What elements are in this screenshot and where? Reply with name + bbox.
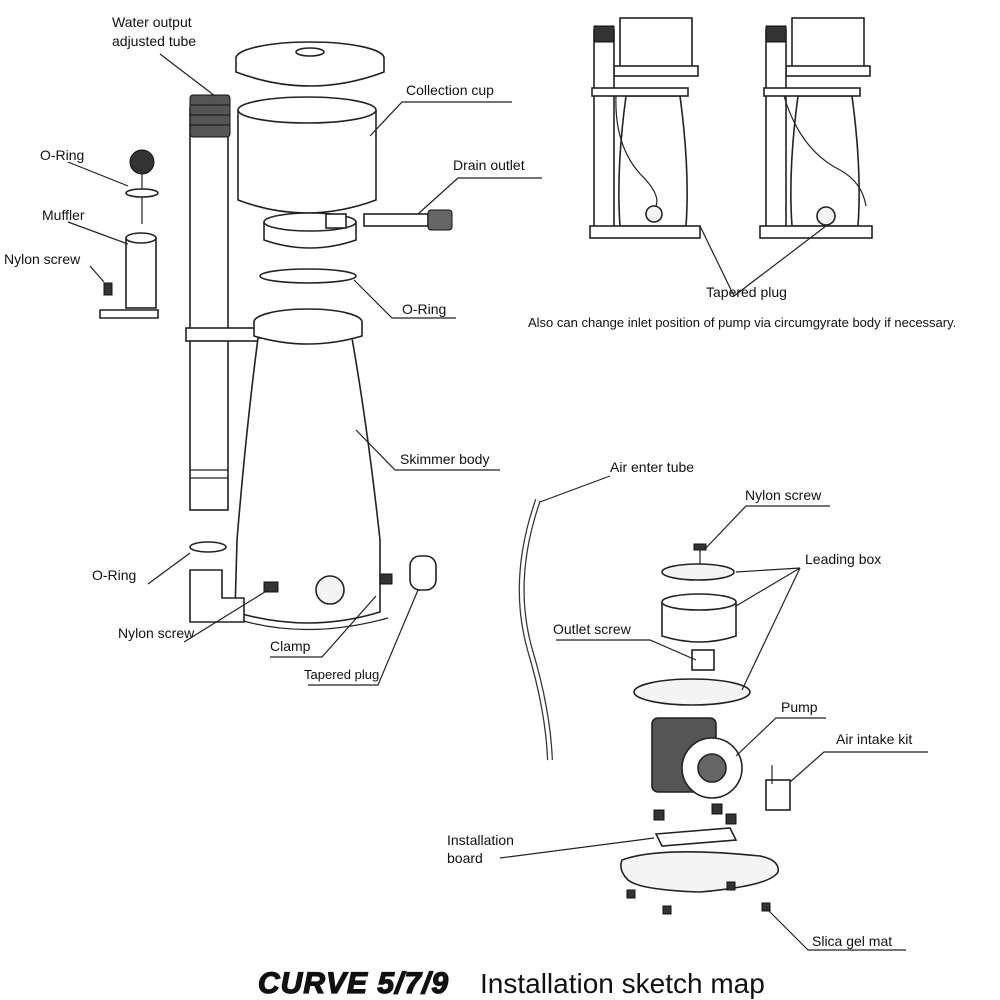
assembled-view-2: [759, 17, 873, 239]
label-nylon-screw-bottom: Nylon screw: [118, 625, 195, 641]
muffler-assembly: [99, 149, 159, 319]
leading-box: [661, 543, 737, 643]
label-pump: Pump: [781, 699, 818, 715]
label-tapered-plug-top: Tapered plug: [706, 284, 787, 300]
label-outlet-screw: Outlet screw: [553, 621, 632, 637]
skimmer-body: [234, 308, 389, 631]
water-output-tube: [185, 94, 273, 511]
label-water-output-1: Water output: [112, 14, 192, 30]
label-tapered-plug-bottom: Tapered plug: [304, 667, 379, 682]
label-drain-outlet: Drain outlet: [453, 157, 525, 173]
label-clamp: Clamp: [270, 638, 311, 654]
label-silica-gel-mat: Slica gel mat: [812, 933, 892, 949]
pump: [651, 717, 743, 799]
bottom-fittings: [189, 541, 437, 623]
label-air-enter-tube: Air enter tube: [610, 459, 694, 475]
o-ring-mid: [259, 268, 357, 284]
note-inlet-position: Also can change inlet position of pump v…: [528, 315, 956, 330]
installation-board: [620, 803, 779, 893]
label-leading-box: Leading box: [805, 551, 881, 567]
labels: Water output adjusted tube Collection cu…: [4, 14, 956, 949]
label-o-ring-top: O-Ring: [40, 147, 84, 163]
diagram-title: CURVE 5/7/9 Installation sketch map: [257, 966, 765, 1000]
label-collection-cup: Collection cup: [406, 82, 494, 98]
air-intake-kit: [765, 765, 791, 811]
label-installation-board-2: board: [447, 850, 483, 866]
label-o-ring-bottom: O-Ring: [92, 567, 136, 583]
title-brand: CURVE 5/7/9: [258, 967, 449, 1000]
label-installation-board-1: Installation: [447, 832, 514, 848]
collection-cup: [235, 41, 385, 249]
label-nylon-screw-right: Nylon screw: [745, 487, 822, 503]
label-water-output-2: adjusted tube: [112, 33, 196, 49]
leader-lines: [67, 53, 928, 951]
assembled-view-1: [589, 17, 701, 239]
label-muffler: Muffler: [42, 207, 85, 223]
silica-gel-mats: [626, 881, 771, 915]
label-air-intake-kit: Air intake kit: [836, 731, 912, 747]
label-nylon-screw-left: Nylon screw: [4, 251, 81, 267]
pump-flange: [633, 678, 751, 706]
title-text: Installation sketch map: [480, 968, 765, 999]
drain-outlet: [363, 209, 453, 231]
label-skimmer-body: Skimmer body: [400, 451, 489, 467]
label-o-ring-mid: O-Ring: [402, 301, 446, 317]
outlet-screw: [691, 649, 715, 671]
